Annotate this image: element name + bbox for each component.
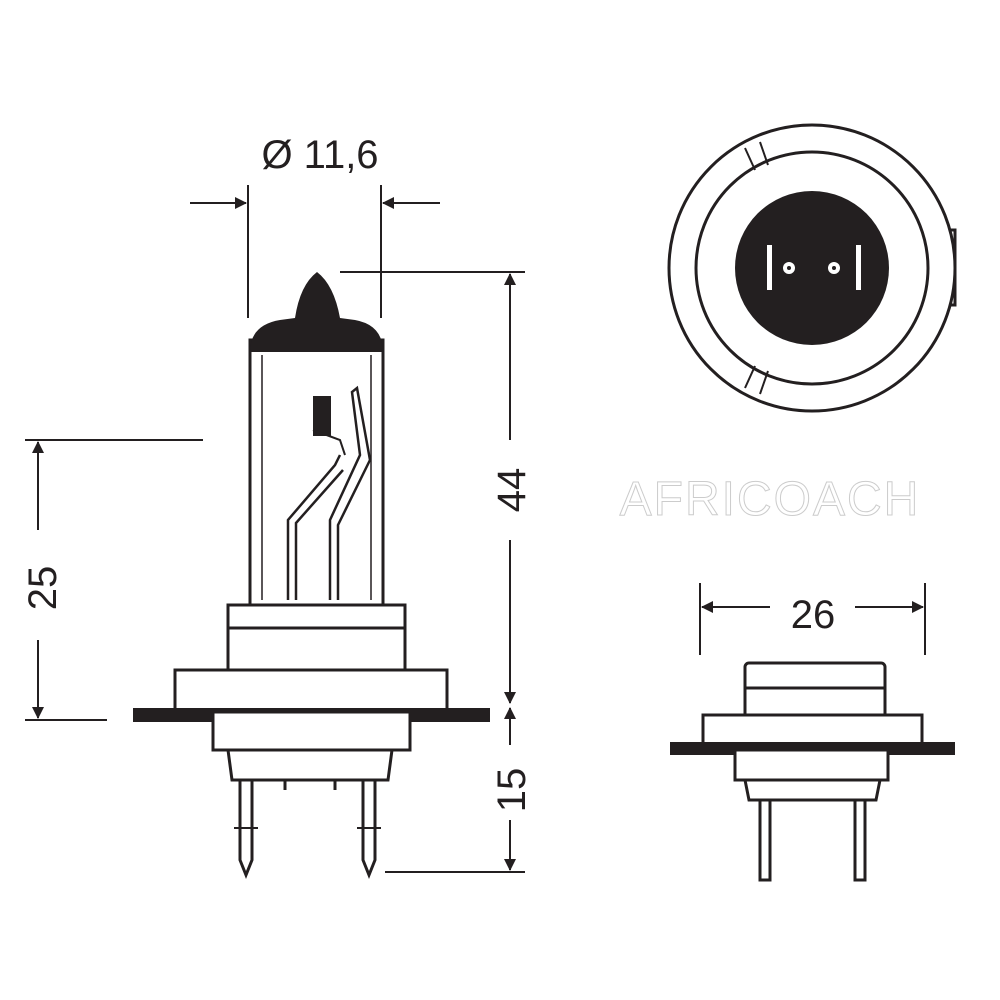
diameter-label: Ø 11,6 (261, 133, 378, 177)
watermark: AFRICOACH (620, 473, 921, 526)
bulb-base-front-view: 26 (670, 583, 955, 882)
light-center-label: 25 (21, 566, 65, 611)
dimension-height: 44 15 (340, 271, 534, 873)
dimension-diameter: Ø 11,6 (190, 133, 440, 318)
height-total-label: 44 (490, 468, 534, 513)
height-base-label: 15 (490, 768, 534, 813)
width-base-label: 26 (791, 593, 836, 637)
bulb-top-view (667, 123, 957, 413)
dimension-light-center: 25 (21, 439, 203, 721)
bulb-side-view (133, 272, 490, 880)
